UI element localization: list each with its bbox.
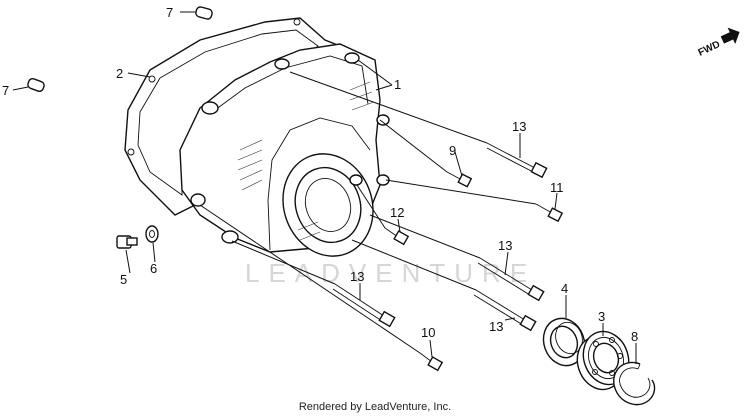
hex-bolt-5 xyxy=(116,235,138,249)
callout-7-top: 7 xyxy=(166,5,173,20)
bolt-10 xyxy=(419,352,444,372)
callout-5: 5 xyxy=(120,272,127,287)
callout-13-c: 13 xyxy=(350,269,364,284)
callout-13-a: 13 xyxy=(512,119,526,134)
callout-8: 8 xyxy=(631,329,638,344)
callout-7-left: 7 xyxy=(2,83,9,98)
callout-13-b: 13 xyxy=(498,238,512,253)
callout-11: 11 xyxy=(550,180,564,195)
bolt-9 xyxy=(446,171,473,188)
callout-6: 6 xyxy=(150,261,157,276)
washer-6 xyxy=(145,225,159,243)
long-bolt-13-b xyxy=(477,257,545,302)
crankcase-cover xyxy=(179,43,390,257)
bolt-11 xyxy=(535,203,564,223)
dowel-pin-top xyxy=(195,6,213,20)
snap-ring-8 xyxy=(613,361,656,406)
arrow-icon xyxy=(720,27,740,44)
callout-13-d: 13 xyxy=(489,319,503,334)
oil-seal-4 xyxy=(542,317,586,367)
footer-credit: Rendered by LeadVenture, Inc. xyxy=(298,401,452,413)
watermark: LEADVENTURE xyxy=(245,258,536,288)
callout-2: 2 xyxy=(116,66,123,81)
dowel-pin-left xyxy=(27,77,45,93)
callout-12: 12 xyxy=(390,205,404,220)
callout-10: 10 xyxy=(421,325,435,340)
leader-lines xyxy=(12,11,637,364)
long-bolt-13-d xyxy=(473,289,537,332)
callout-9: 9 xyxy=(449,143,456,158)
callout-3: 3 xyxy=(598,309,605,324)
forward-arrow: FWD xyxy=(697,27,740,59)
callout-4: 4 xyxy=(561,281,568,296)
long-bolt-13-c xyxy=(332,283,396,328)
bolt-12 xyxy=(384,227,410,246)
fwd-label: FWD xyxy=(697,39,722,59)
callout-labels: 7 7 2 1 5 6 9 13 11 12 13 13 13 10 4 3 8 xyxy=(2,5,638,344)
long-bolt-13-a xyxy=(486,142,548,179)
callout-1: 1 xyxy=(394,77,401,92)
svg-text:LEADVENTURE: LEADVENTURE xyxy=(245,258,536,288)
